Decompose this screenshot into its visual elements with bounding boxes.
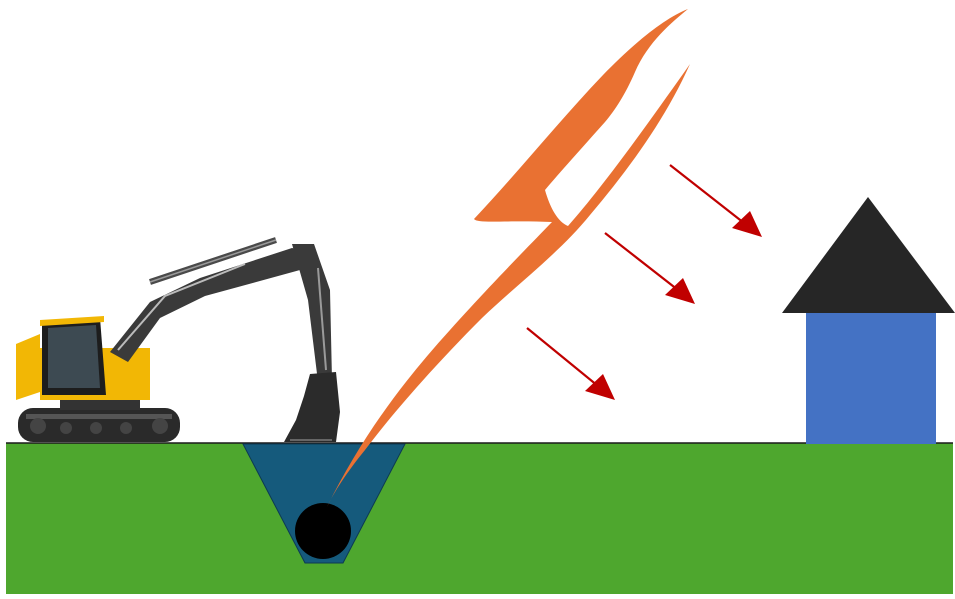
- heat-arrow: [670, 165, 762, 237]
- excavator-body: [16, 334, 40, 400]
- excavator-boom: [110, 248, 312, 362]
- excavator-bucket: [284, 372, 340, 442]
- house-roof: [782, 197, 955, 313]
- excavator: [16, 240, 340, 442]
- house-wall: [806, 313, 936, 444]
- heat-arrow: [605, 233, 695, 304]
- pipeline: [295, 503, 351, 559]
- ground: [6, 443, 953, 594]
- house: [782, 197, 955, 444]
- heat-arrow: [527, 328, 615, 400]
- ground-fill: [6, 443, 953, 594]
- heat-arrows: [527, 165, 762, 400]
